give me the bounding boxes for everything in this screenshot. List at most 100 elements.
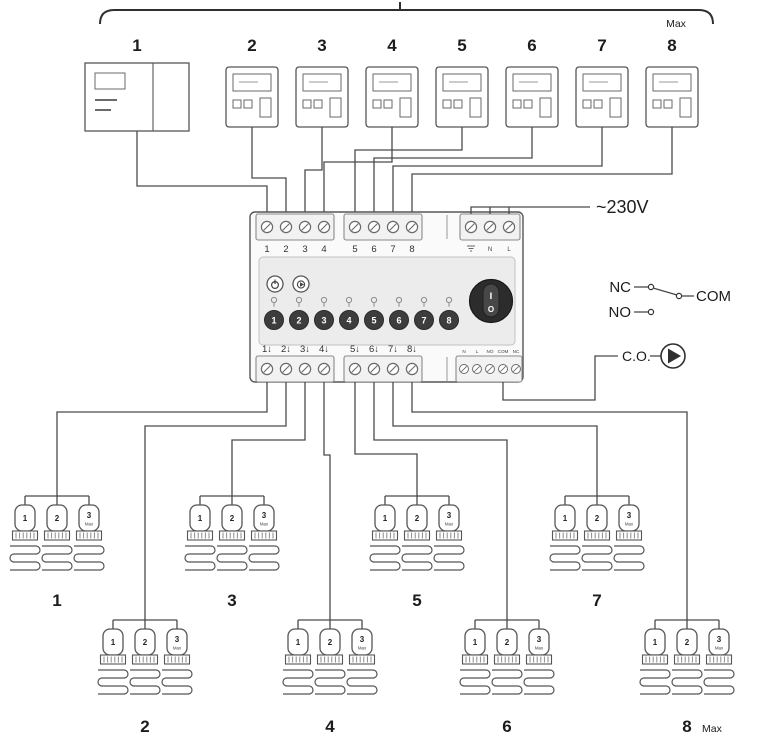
heating-loop-icon [491, 669, 523, 695]
pump-icon [660, 343, 686, 369]
power-icon [271, 279, 280, 290]
thermostat-8 [645, 66, 699, 128]
actuator-number: 3 [175, 635, 180, 644]
thermostat-2 [225, 66, 279, 128]
terminal-label: 8↓ [407, 344, 417, 355]
terminal-screw [348, 362, 362, 376]
output-terminal-screw [511, 364, 521, 374]
channel-buttons: 1 2 3 4 5 6 7 8 [264, 296, 459, 330]
heating-loop-icon [433, 545, 465, 571]
wire-pump [502, 355, 618, 401]
group-label: 8 [682, 717, 691, 736]
terminal-label: 2↓ [281, 344, 291, 355]
terminal-label: 8 [409, 244, 414, 255]
group-bus [297, 619, 363, 629]
terminal-label: 4↓ [319, 344, 329, 355]
actuator-number: 3 [537, 635, 542, 644]
wire-zone-4 [323, 382, 331, 620]
actuator-group-2: 1 2 3 Max 2 [97, 619, 193, 736]
channel-button-label: 2 [296, 316, 301, 326]
terminal-screw [260, 220, 274, 234]
actuator-group-5: 1 2 3 Max 5 [369, 495, 465, 610]
actuator-number: 3 [87, 511, 92, 520]
heating-loop-icon [369, 545, 401, 571]
actuator-group-7: 1 2 3 Max 7 [549, 495, 645, 610]
max-thermostats-label: Max [666, 18, 687, 30]
actuator-group-1: 1 2 3 Max 1 [9, 495, 105, 610]
thermostat-number-5: 5 [457, 36, 466, 55]
output-terminal-screw [485, 364, 495, 374]
actuator-max-label: Max [260, 522, 269, 527]
channel-button-label: 4 [346, 316, 351, 326]
group-label: 4 [325, 717, 335, 736]
actuator-number: 1 [563, 514, 568, 523]
group-bus [24, 495, 90, 505]
actuator-group-6: 1 2 3 Max 6 [459, 619, 555, 736]
actuator-number: 3 [447, 511, 452, 520]
no-label: NO [609, 304, 632, 321]
no-contact-dot [647, 308, 655, 316]
heating-loop-icon [129, 669, 161, 695]
actuator-number: 3 [627, 511, 632, 520]
actuator-max-label: Max [535, 646, 544, 651]
actuator-number: 1 [198, 514, 203, 523]
actuator-number: 2 [685, 638, 690, 647]
terminal-label: 7↓ [388, 344, 398, 355]
group-bus [384, 495, 450, 505]
actuator-number: 2 [55, 514, 60, 523]
terminal-screw [386, 220, 400, 234]
wire-thermostat-8 [411, 127, 673, 214]
actuator-max-label: Max [173, 646, 182, 651]
wire-zone-1 [56, 382, 268, 496]
wire-thermostat-5 [354, 127, 463, 214]
wire-thermostat-6 [373, 127, 533, 214]
heating-loop-icon [613, 545, 645, 571]
terminal-screw [317, 362, 331, 376]
mains-terminal-screw [464, 220, 478, 234]
channel-button-label: 5 [371, 316, 376, 326]
heating-loop-icon [97, 669, 129, 695]
power-switch: I O [468, 278, 514, 324]
actuator-number: 1 [653, 638, 658, 647]
heating-loop-icon [523, 669, 555, 695]
actuator-number: 3 [717, 635, 722, 644]
power-function-button [266, 275, 284, 293]
co-label: C.O. [622, 348, 651, 364]
thermostat-3 [295, 66, 349, 128]
heating-loop-icon [41, 545, 73, 571]
heating-loop-icon [73, 545, 105, 571]
channel-button-label: 1 [271, 316, 276, 326]
output-label: COM [498, 349, 509, 354]
output-label: L [476, 349, 479, 354]
wire-thermostat-7 [392, 127, 603, 214]
actuator-number: 2 [328, 638, 333, 647]
heating-loop-icon [282, 669, 314, 695]
heating-loop-icon [639, 669, 671, 695]
heating-loop-icon [401, 545, 433, 571]
top-bracket [99, 9, 714, 25]
heating-loop-icon [161, 669, 193, 695]
power-switch-on-label: I [490, 291, 493, 302]
actuator-max-label: Max [358, 646, 367, 651]
actuator-max-label: Max [85, 522, 94, 527]
wire-thermostat-4 [323, 127, 393, 214]
thermostat-1 [84, 62, 190, 132]
terminal-label: 1↓ [262, 344, 272, 355]
output-terminal-screw [472, 364, 482, 374]
heating-loop-icon [581, 545, 613, 571]
actuator-number: 3 [262, 511, 267, 520]
channel-button-label: 8 [446, 316, 451, 326]
heating-loop-icon [9, 545, 41, 571]
wire-thermostat-2 [251, 127, 287, 214]
terminal-label: 6↓ [369, 344, 379, 355]
mains-label-n: N [488, 247, 492, 253]
heating-loop-icon [671, 669, 703, 695]
thermostat-wires [136, 127, 673, 214]
voltage-label: ~230V [596, 197, 649, 217]
wire-thermostat-1 [136, 131, 268, 214]
heating-loop-icon [248, 545, 280, 571]
terminal-screw [348, 220, 362, 234]
terminal-label: 2 [283, 244, 288, 255]
terminal-screw [317, 220, 331, 234]
terminal-screw [405, 220, 419, 234]
